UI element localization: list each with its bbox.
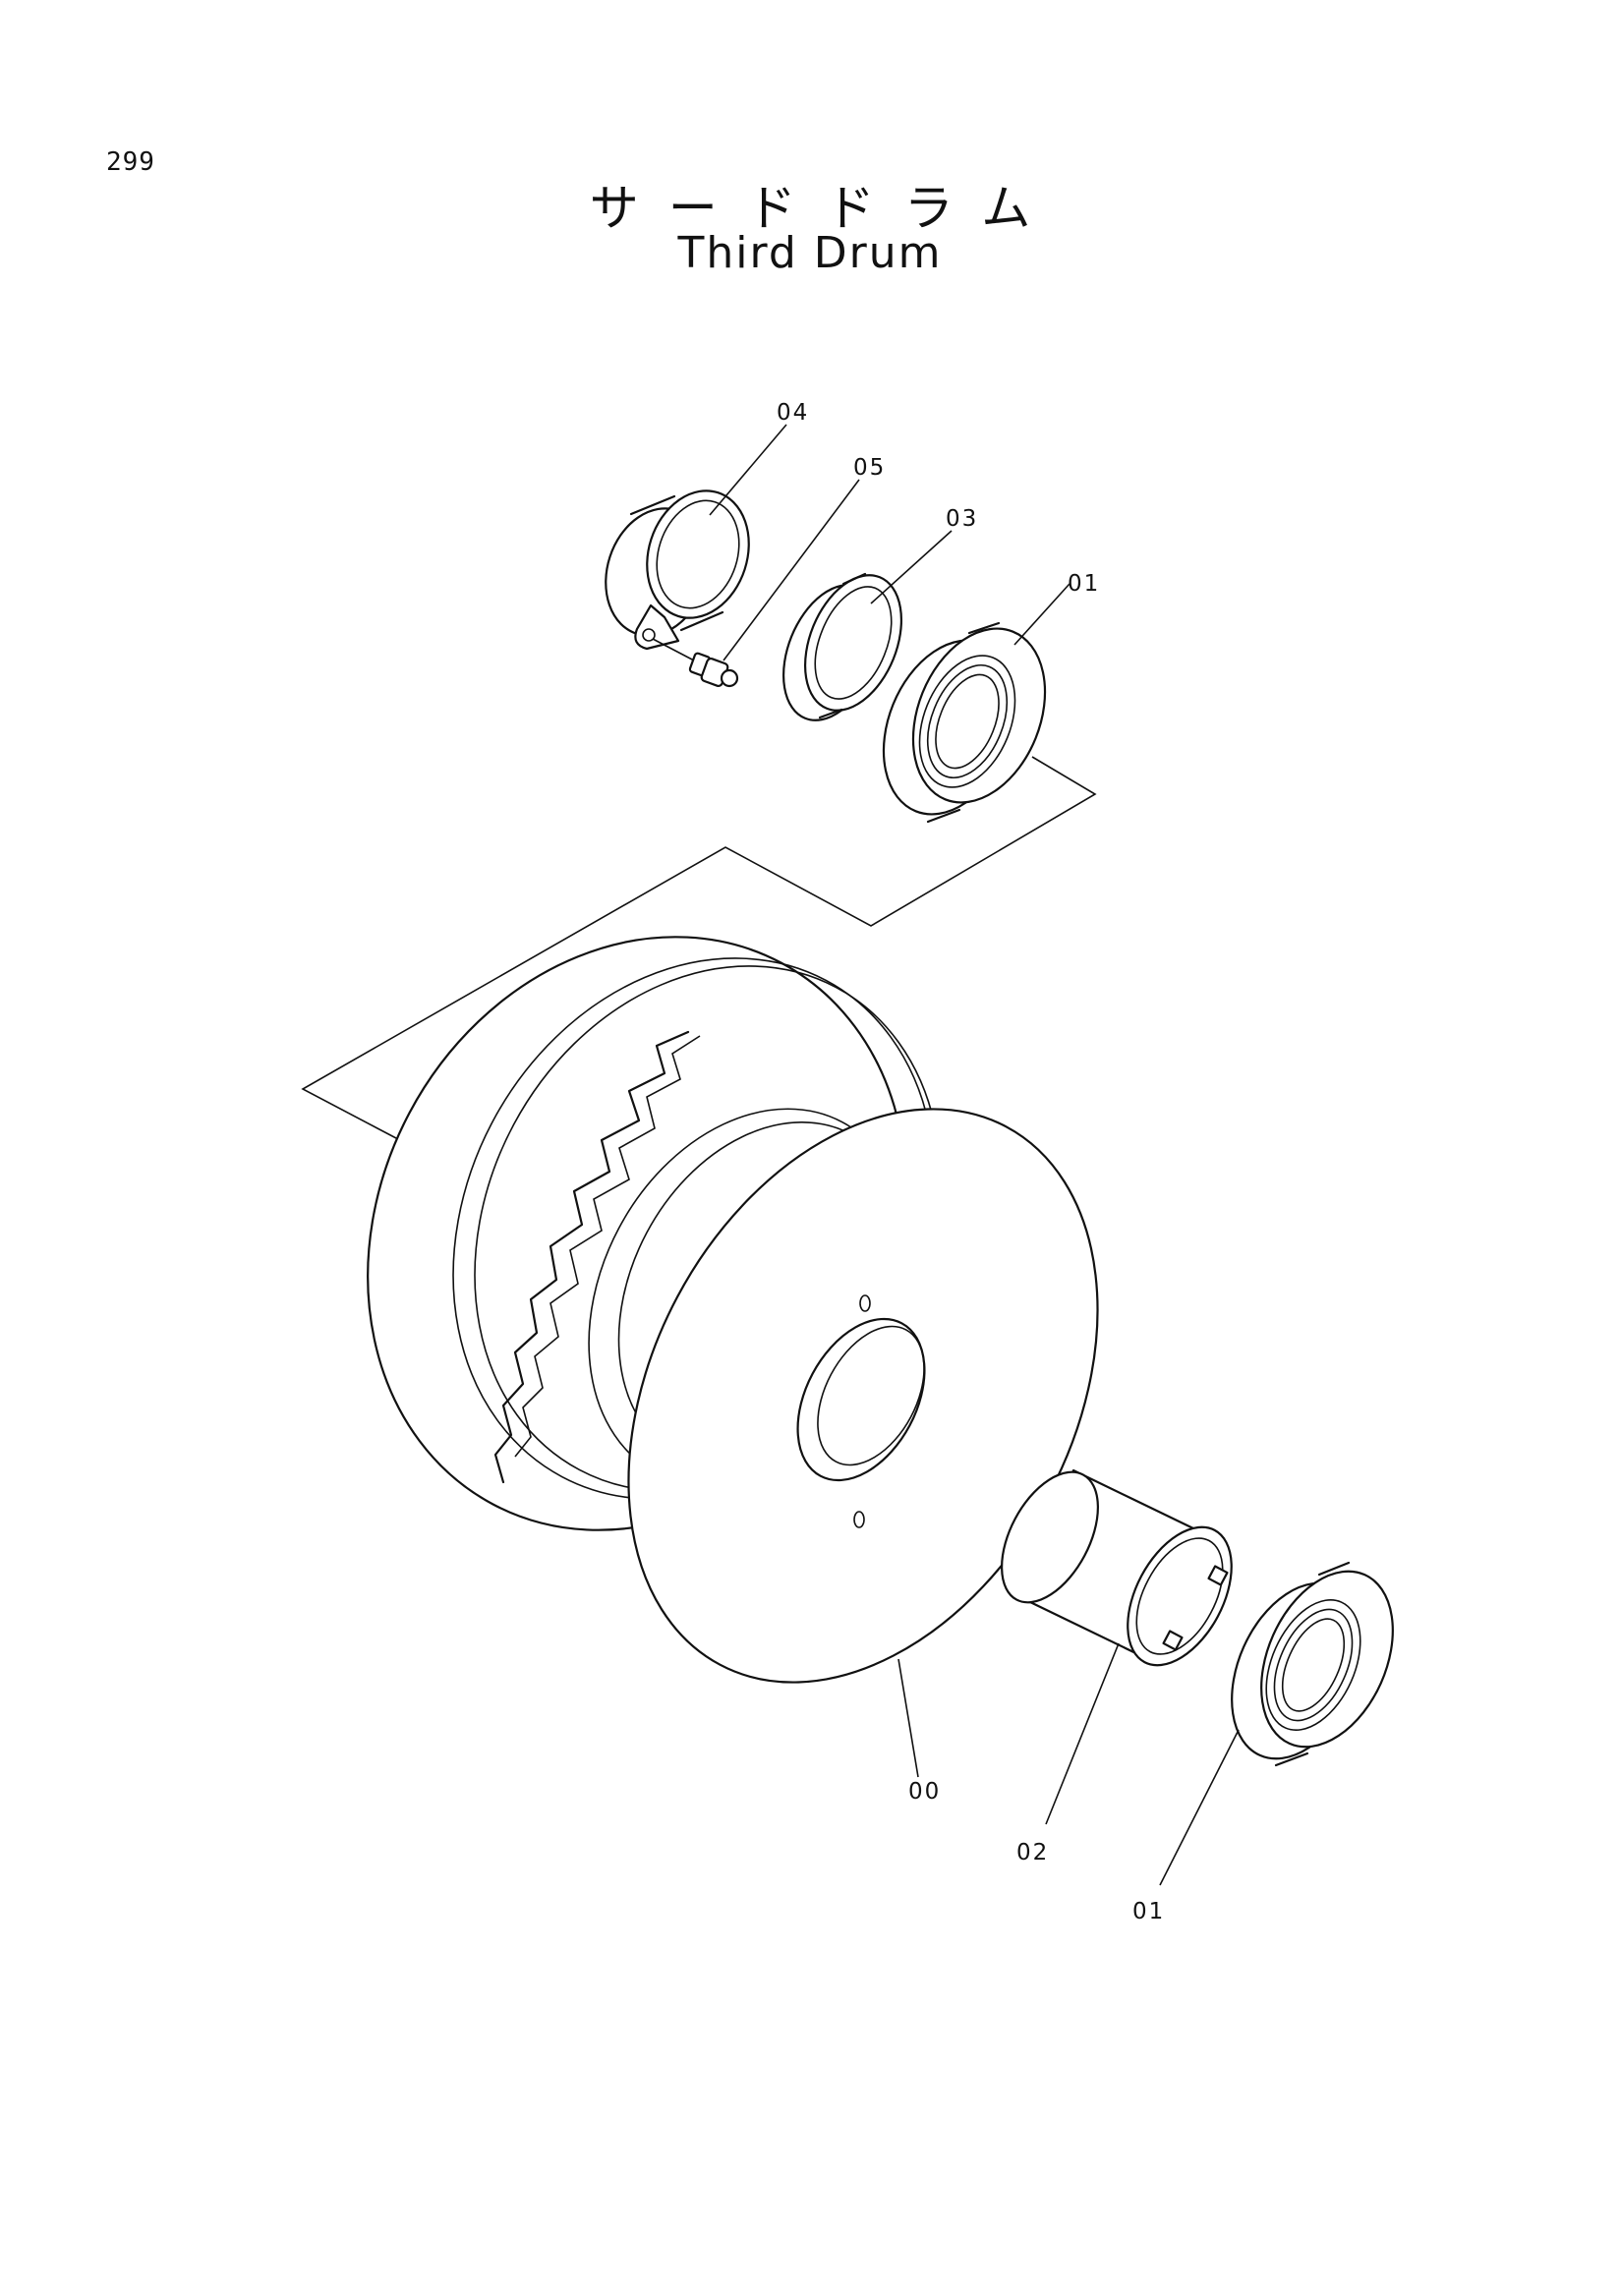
- callout-02: 02: [1016, 1840, 1049, 1866]
- page-number: 299: [106, 147, 155, 177]
- part-02-sleeve: [1001, 1468, 1233, 1667]
- part-01-bearing-top: [882, 621, 1047, 824]
- assembly-guide-lines: [301, 756, 1097, 1149]
- part-01-bearing-bottom: [1231, 1561, 1394, 1767]
- part-04-clamp-ring: [605, 489, 750, 651]
- callout-01-top: 01: [1068, 571, 1100, 597]
- callout-03: 03: [946, 506, 978, 532]
- title-japanese: サードドラム: [589, 180, 1061, 237]
- callout-01-bottom: 01: [1132, 1899, 1165, 1924]
- title-english: Third Drum: [677, 228, 943, 278]
- part-03-collar: [781, 572, 903, 721]
- callout-04: 04: [777, 400, 809, 426]
- part-00-drum: [367, 936, 1099, 1684]
- callout-00: 00: [908, 1779, 941, 1805]
- callout-05: 05: [853, 455, 886, 481]
- leader-lines: [709, 424, 1240, 1886]
- part-05-grease-nipple: [652, 638, 739, 688]
